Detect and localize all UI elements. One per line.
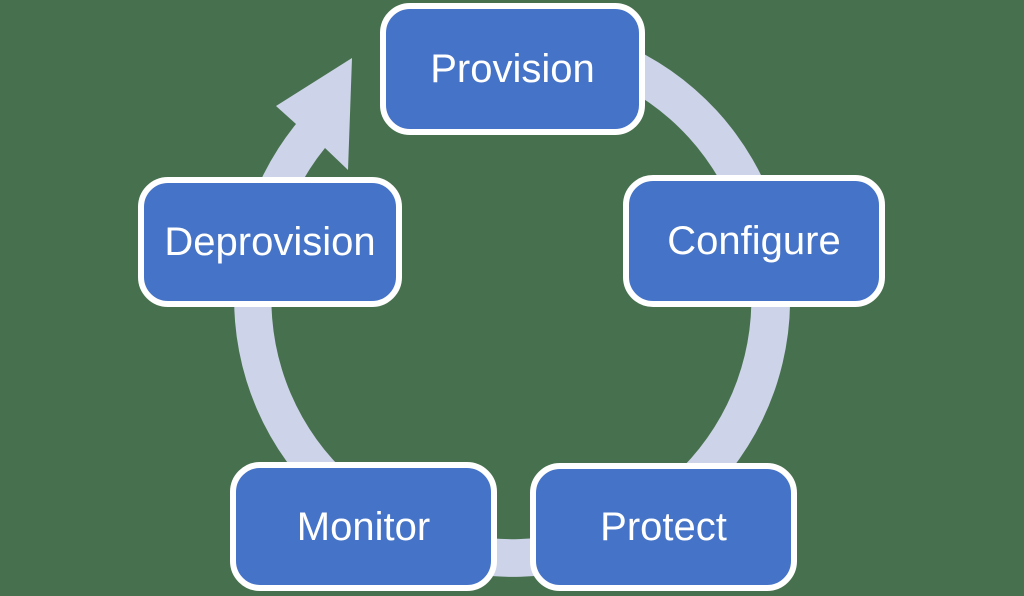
node-label-provision: Provision [430, 47, 595, 91]
node-label-monitor: Monitor [296, 504, 431, 549]
node-label-protect: Protect [600, 505, 727, 549]
cycle-node-protect: Protect [530, 463, 797, 591]
cycle-node-monitor: Monitor [230, 462, 497, 591]
cycle-node-configure: Configure [623, 175, 885, 307]
node-label-deprovision: Deprovision [164, 220, 376, 264]
node-label-configure: Configure [667, 219, 841, 263]
cycle-node-provision: Provision [380, 3, 645, 135]
cycle-node-deprovision: Deprovision [138, 177, 402, 307]
